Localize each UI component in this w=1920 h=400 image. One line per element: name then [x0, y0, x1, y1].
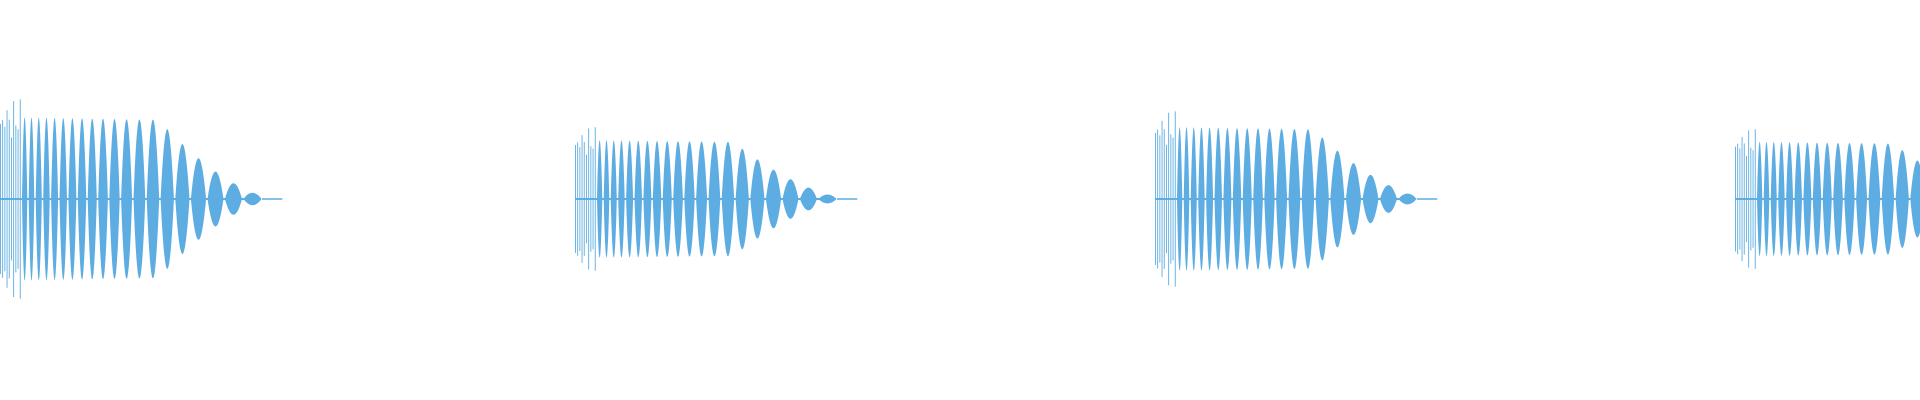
waveform-clip-3[interactable] [1155, 111, 1438, 287]
waveform-clip-4[interactable] [1735, 129, 1920, 269]
waveform-clip-1[interactable] [0, 99, 283, 299]
clip-waveform-shape [575, 127, 858, 271]
clip-waveform-shape [0, 99, 283, 299]
clip-waveform-shape [1155, 111, 1438, 287]
clip-waveform-shape [1735, 129, 1920, 269]
waveform-clip-2[interactable] [575, 127, 858, 271]
waveform-clips [0, 99, 1920, 299]
